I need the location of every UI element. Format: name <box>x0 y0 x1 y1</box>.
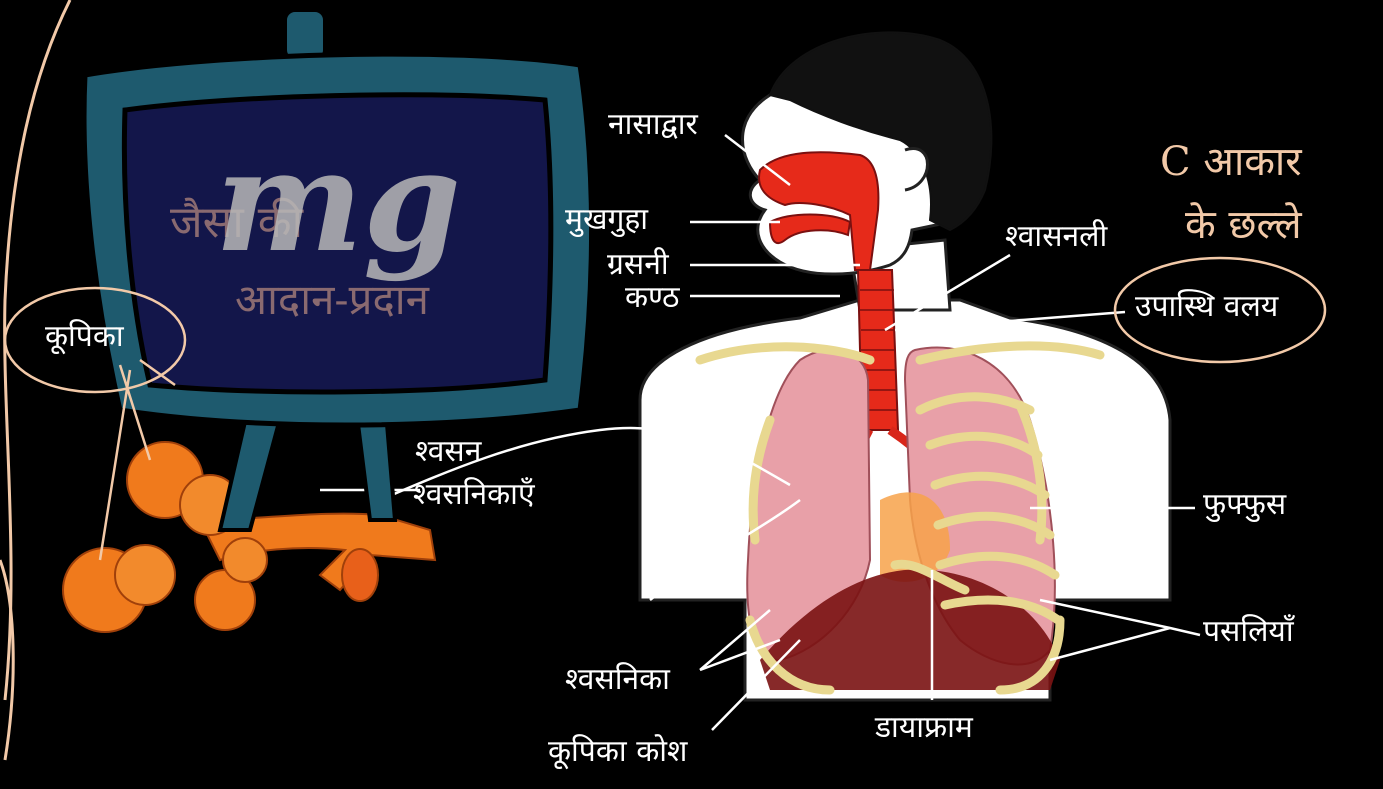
label-lungs: फुफ्फुस <box>1203 490 1286 520</box>
annotation-c-shape-line2: के छल्ले <box>1185 195 1302 250</box>
label-larynx: कण्ठ <box>625 283 679 313</box>
label-mouth-cavity: मुखगुहा <box>565 205 648 235</box>
label-cartilage-rings: उपास्थि वलय <box>1135 292 1278 322</box>
label-alveolar-sac: कूपिका कोश <box>548 737 687 767</box>
label-diaphragm: डायाफ्राम <box>875 713 973 743</box>
label-nostril: नासाद्वार <box>608 110 698 140</box>
label-ribs: पसलियाँ <box>1203 617 1294 647</box>
label-alveolus: कूपिका <box>45 322 124 352</box>
logo-mg: mg <box>215 120 461 284</box>
label-bronchioles-left: श्वसनिका <box>565 665 670 695</box>
label-pharynx: ग्रसनी <box>607 250 669 280</box>
label-bronchioles: श्वसनिकाएँ <box>413 480 535 510</box>
label-bronchus: श्वसन <box>415 437 481 467</box>
label-trachea: श्वासनली <box>1005 222 1107 252</box>
annotation-c-shape-line1: C आकार <box>1160 132 1302 187</box>
